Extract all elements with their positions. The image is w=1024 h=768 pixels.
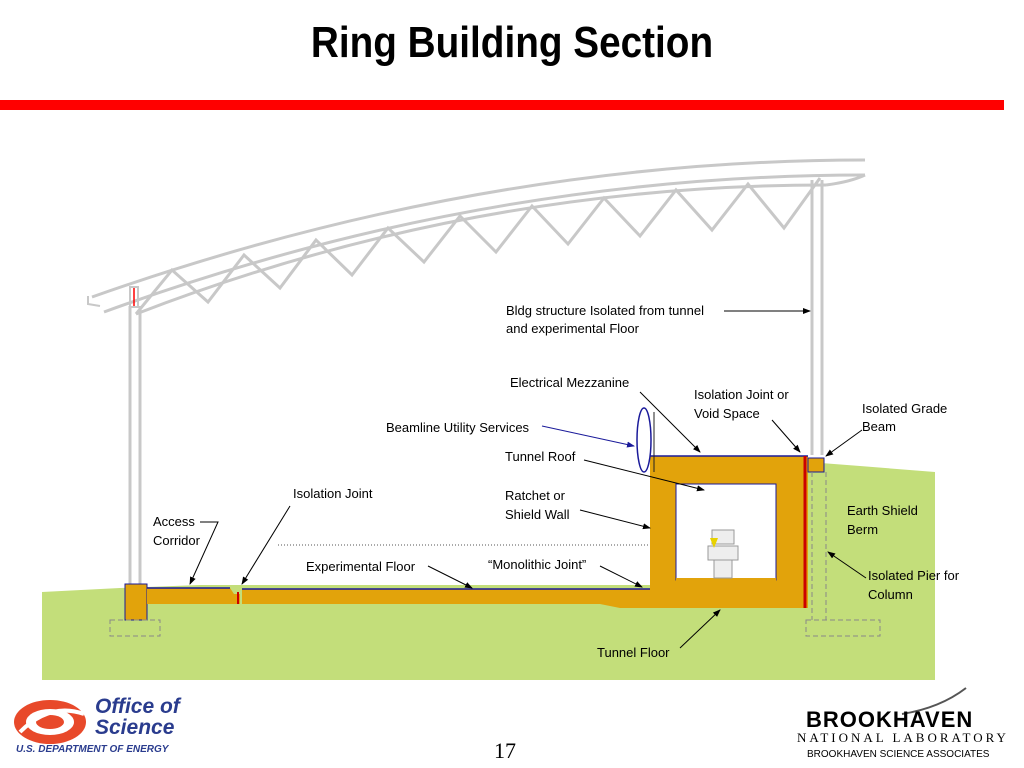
label-electrical-mezzanine: Electrical Mezzanine [510, 375, 629, 390]
national-laboratory-text: NATIONAL LABORATORY [797, 730, 1009, 745]
label-beamline-utility: Beamline Utility Services [386, 420, 530, 435]
isolated-pier-dashed [805, 472, 881, 637]
office-of-science-logo-text: Office of Science [95, 695, 180, 739]
label-earth-shield-2: Berm [847, 522, 878, 537]
slide-title: Ring Building Section [310, 18, 714, 67]
label-isolation-joint-void: Isolation Joint or [694, 387, 789, 402]
label-bldg-structure: Bldg structure Isolated from tunnel [506, 303, 704, 318]
label-monolithic-joint: “Monolithic Joint” [488, 557, 586, 572]
roof-truss [91, 158, 866, 316]
label-ratchet: Ratchet or [505, 488, 566, 503]
label-isolated-grade-beam-2: Beam [862, 419, 896, 434]
label-tunnel-roof: Tunnel Roof [505, 449, 576, 464]
label-ratchet-2: Shield Wall [505, 507, 570, 522]
label-isolation-joint: Isolation Joint [293, 486, 373, 501]
tunnel-and-experimental-floor [242, 456, 808, 608]
tunnel-floor-step [676, 578, 776, 589]
doe-logo-icon [14, 700, 86, 744]
bnl-swoosh-icon [901, 687, 967, 715]
isolated-grade-beam [807, 457, 825, 473]
doe-subtitle: U.S. DEPARTMENT OF ENERGY [16, 744, 169, 755]
label-tunnel-floor: Tunnel Floor [597, 645, 670, 660]
left-column-pier [124, 583, 148, 621]
columns [128, 180, 824, 585]
access-corridor-slab [147, 588, 240, 604]
label-isolated-pier: Isolated Pier for [868, 568, 960, 583]
brookhaven-logo-text: BROOKHAVEN [806, 707, 974, 732]
beamline-magnet [707, 529, 739, 579]
left-footing-dashed [109, 619, 161, 637]
utility-ellipse [636, 407, 652, 473]
page-number: 17 [494, 738, 516, 763]
earth-shield-berm [808, 462, 935, 600]
label-isolated-grade-beam: Isolated Grade [862, 401, 947, 416]
brookhaven-science-associates-text: BROOKHAVEN SCIENCE ASSOCIATES [807, 749, 990, 760]
label-isolation-joint-void-2: Void Space [694, 406, 760, 421]
label-access-corridor-2: Corridor [153, 533, 201, 548]
label-access-corridor: Access [153, 514, 195, 529]
label-earth-shield: Earth Shield [847, 503, 918, 518]
label-bldg-structure-2: and experimental Floor [506, 321, 640, 336]
title-underline-bar [0, 100, 1004, 110]
label-isolated-pier-2: Column [868, 587, 913, 602]
roof-gutter [87, 286, 139, 308]
label-experimental-floor: Experimental Floor [306, 559, 416, 574]
